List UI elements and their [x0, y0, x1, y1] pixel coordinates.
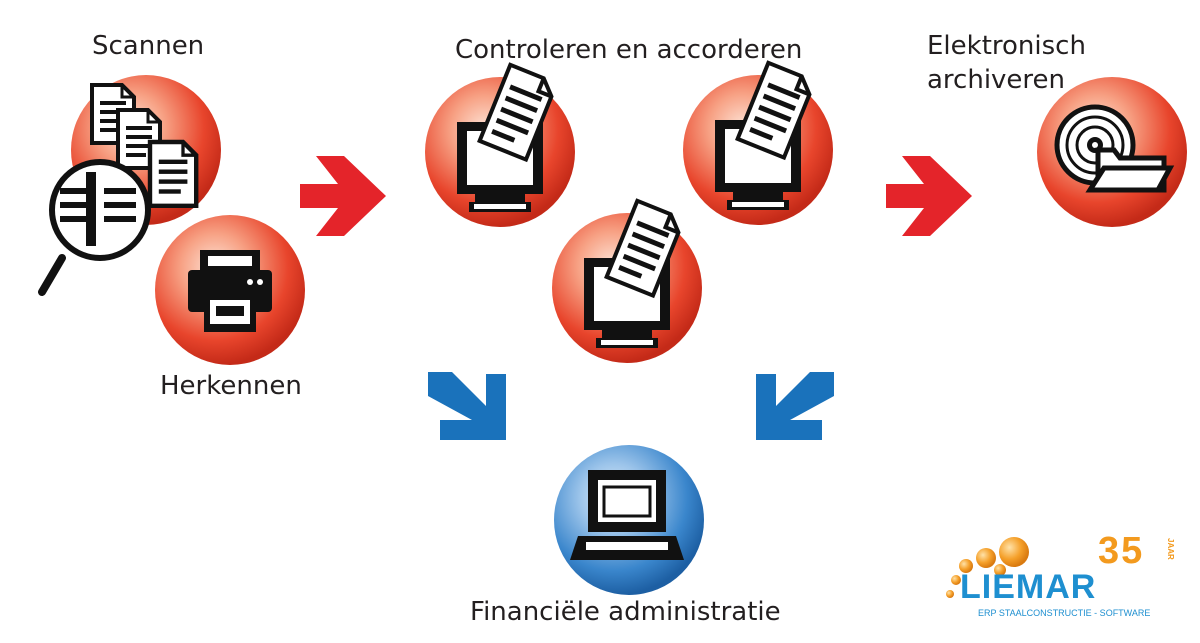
finance-label: Financiële administratie: [470, 597, 781, 627]
logo-anniversary: 35: [1098, 530, 1145, 572]
logo-anniversary-unit: JAAR: [1166, 538, 1175, 560]
liemar-logo-dots-icon: [946, 537, 1029, 598]
check-approve-label: Controleren en accorderen: [455, 35, 803, 65]
logo-tagline: ERP STAALCONSTRUCTIE - SOFTWARE: [978, 608, 1151, 618]
arrow-down-right-icon: [428, 372, 506, 440]
recognize-label: Herkennen: [160, 371, 302, 401]
magnifier-icon: [38, 159, 151, 296]
logo-brand: LIEMAR: [960, 568, 1097, 606]
printer-icon: [188, 250, 272, 332]
check-circle-2: [683, 60, 833, 225]
disc-folder-icon: [1054, 104, 1175, 193]
arrow-to-archive-icon: [886, 156, 972, 236]
check-circle-1: [425, 62, 575, 227]
archive-label-line2: archiveren: [927, 65, 1066, 95]
archive-label-line1: Elektronisch: [927, 31, 1086, 61]
scan-label: Scannen: [92, 31, 205, 61]
laptop-icon: [570, 470, 684, 560]
arrow-down-left-icon: [756, 372, 834, 440]
check-circle-3: [552, 198, 702, 363]
arrow-to-check-icon: [300, 156, 386, 236]
